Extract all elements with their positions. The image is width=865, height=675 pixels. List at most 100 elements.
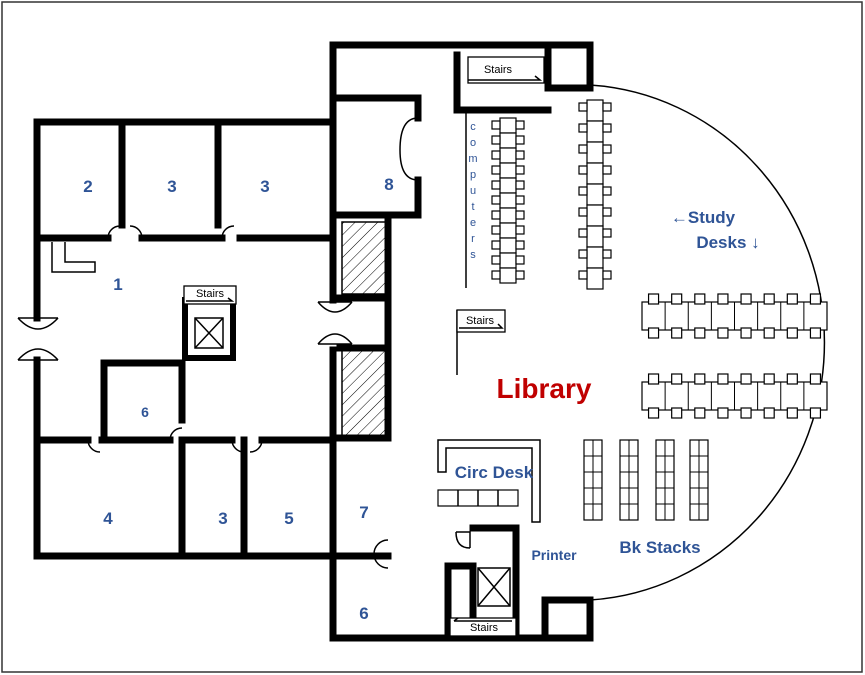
chair: [491, 150, 501, 160]
chair: [491, 255, 501, 265]
chair: [491, 120, 501, 130]
desk-block: [499, 222, 517, 239]
study-chair: [786, 407, 798, 419]
desk-block: [499, 162, 517, 179]
computer-desks: [491, 99, 612, 290]
study-chair: [740, 407, 752, 419]
desk-block: [499, 132, 517, 149]
desk-block: [499, 207, 517, 224]
chair: [602, 102, 612, 112]
chair: [515, 120, 525, 130]
room-3c-label: 3: [218, 509, 227, 528]
printer-label: Printer: [531, 547, 577, 563]
chair: [602, 270, 612, 280]
stairs-label-left: Stairs: [196, 288, 225, 300]
chair: [515, 255, 525, 265]
room-6b-label: 6: [359, 604, 368, 623]
chair: [602, 249, 612, 259]
desk-block: [586, 225, 604, 248]
desk-block: [586, 246, 604, 269]
chair: [578, 102, 588, 112]
study-chair: [717, 373, 729, 385]
book-stacks-label: Bk Stacks: [619, 538, 700, 557]
chair: [602, 186, 612, 196]
study-chair: [809, 327, 822, 339]
study-chair: [694, 327, 706, 339]
chair: [578, 144, 588, 154]
computers-letter: t: [471, 201, 474, 213]
chair: [491, 165, 501, 175]
chair: [515, 240, 525, 250]
chair: [491, 225, 501, 235]
study-desks-label-line2: Desks ↓: [696, 233, 759, 252]
study-chair: [671, 293, 683, 305]
chair: [515, 165, 525, 175]
chair: [491, 210, 501, 220]
chair: [578, 123, 588, 133]
book-stacks: [583, 439, 709, 521]
study-chair: [763, 293, 775, 305]
study-chair: [763, 373, 775, 385]
desk-block: [499, 177, 517, 194]
chair: [602, 123, 612, 133]
study-chair: [740, 293, 752, 305]
chair: [578, 165, 588, 175]
study-chair: [786, 327, 798, 339]
desk-block: [499, 267, 517, 284]
chair: [578, 249, 588, 259]
desk-block: [499, 252, 517, 269]
chair: [602, 165, 612, 175]
chair: [578, 207, 588, 217]
room-6a-label: 6: [141, 404, 149, 420]
center-wing: [317, 41, 594, 642]
desk-block: [499, 147, 517, 164]
study-chair: [717, 327, 729, 339]
left-wing: [17, 41, 337, 642]
stairs-boxes: [183, 56, 545, 637]
chair: [491, 195, 501, 205]
chair: [515, 195, 525, 205]
computers-letter: e: [470, 217, 476, 229]
room-5-label: 5: [284, 509, 293, 528]
room-7-label: 7: [359, 503, 368, 522]
study-chair: [694, 407, 706, 419]
desk-block: [586, 141, 604, 164]
desk-block: [586, 99, 604, 122]
chair: [515, 135, 525, 145]
study-chair: [717, 293, 729, 305]
study-chair: [740, 327, 752, 339]
desk-block: [499, 117, 517, 134]
computers-letter: c: [470, 121, 476, 133]
room-3b-label: 3: [260, 177, 269, 196]
study-chair: [809, 373, 822, 385]
chair: [602, 144, 612, 154]
study-chair: [671, 327, 683, 339]
desk-block: [586, 162, 604, 185]
chair: [602, 207, 612, 217]
chair: [515, 180, 525, 190]
study-chair: [694, 293, 706, 305]
study-chair: [647, 327, 660, 339]
study-chair: [671, 407, 683, 419]
computers-letter: r: [471, 233, 475, 245]
room-4-label: 4: [103, 509, 113, 528]
room-8-label: 8: [384, 175, 393, 194]
chair: [491, 270, 501, 280]
study-chair: [647, 293, 660, 305]
computers-letter: o: [470, 137, 476, 149]
study-chair: [809, 293, 822, 305]
study-chair: [717, 407, 729, 419]
chair: [515, 150, 525, 160]
chair: [515, 225, 525, 235]
chair: [515, 270, 525, 280]
chair: [578, 270, 588, 280]
study-desks-label-line1: ←Study: [671, 208, 736, 227]
chair: [491, 240, 501, 250]
desk-block: [499, 237, 517, 254]
room-3a-label: 3: [167, 177, 176, 196]
study-chair: [694, 373, 706, 385]
study-chair: [786, 293, 798, 305]
